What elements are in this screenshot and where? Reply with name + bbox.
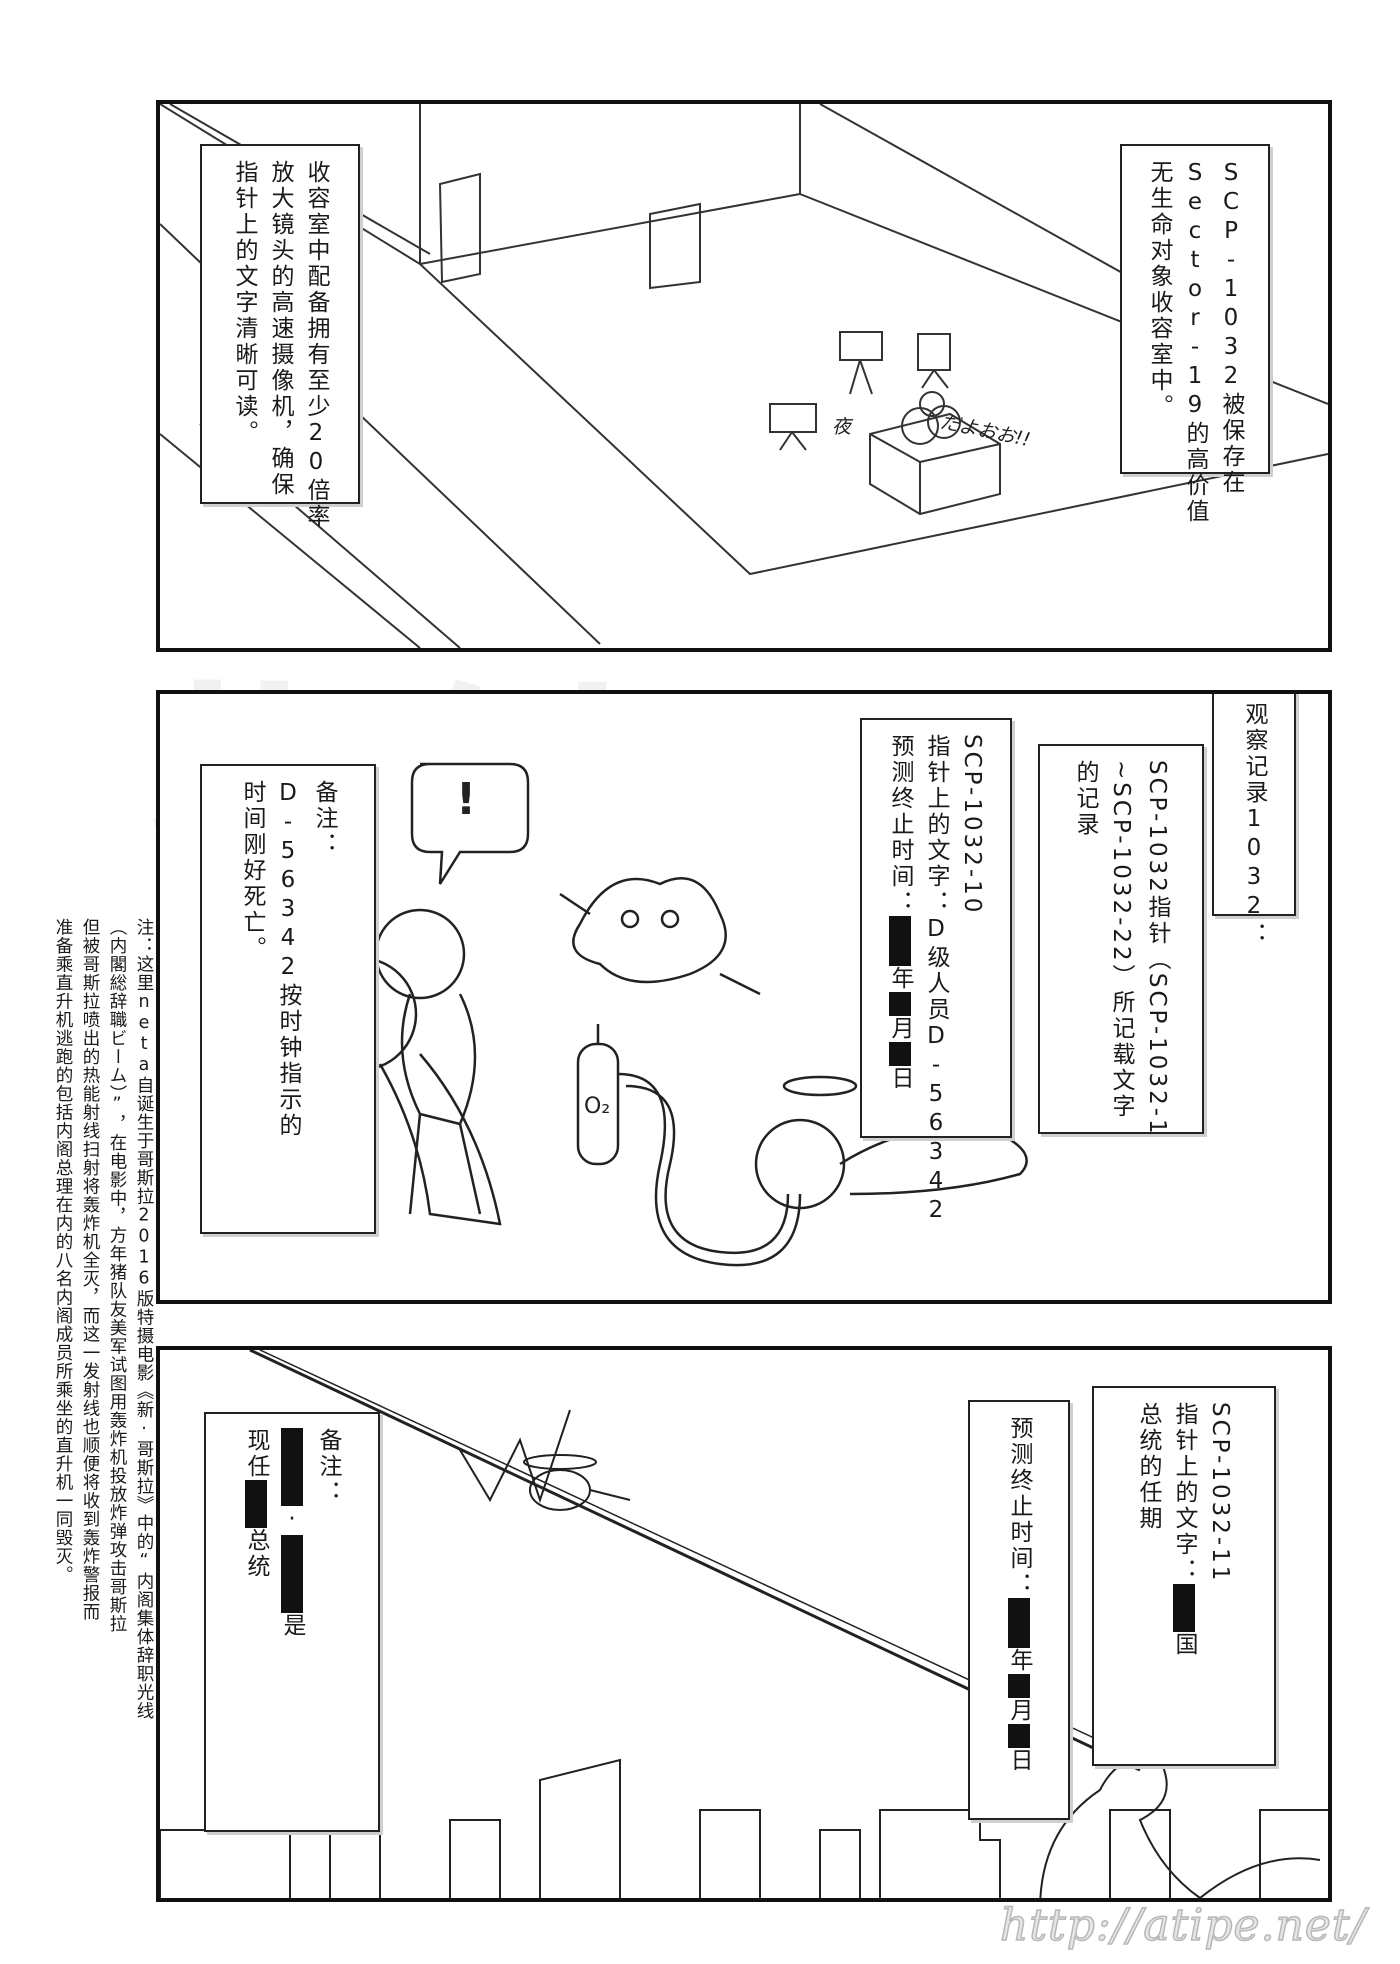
- caption-box-prediction: 预测终止时间： 年月日: [968, 1400, 1070, 1820]
- note-line: 但被哥斯拉喷出的热能射线扫射将轰炸机全灭，而这一发射线也顺便将收到轰炸警报而: [80, 918, 100, 1621]
- intro-line: SCP-1032指针（SCP-1032-1: [1144, 760, 1170, 1137]
- caption-box-observation-title: 观察记录1032：: [1212, 694, 1296, 948]
- prediction-line: 预测终止时间： 年月日: [1003, 1416, 1035, 1804]
- redaction-block: [281, 1428, 303, 1506]
- caption-line: SCP-1032被保存在: [1218, 160, 1244, 496]
- month-label: 月: [1006, 1698, 1032, 1724]
- note-line: 注：这里neta自诞生于哥斯拉2016版特摄电影《新·哥斯拉》中的“内阁集体辞职…: [134, 918, 154, 1720]
- remark-label: 备注：: [315, 1428, 341, 1506]
- panel-dclass-observation: ! O₂ 备注： D-56342按时钟指示的 时间刚好死亡。 SCP-1032-…: [156, 690, 1332, 1304]
- redaction-block: [1008, 1724, 1030, 1748]
- entry-text: 指针上的文字： 国: [1168, 1402, 1200, 1750]
- caption-box-scp-1032-11: SCP-1032-11 指针上的文字： 国 总统的任期: [1092, 1386, 1276, 1766]
- entry-id: SCP-1032-10: [959, 734, 985, 916]
- day-label: 日: [887, 1066, 913, 1092]
- caption-line: Sector-19的高价值: [1182, 160, 1208, 525]
- year-label: 年: [1006, 1648, 1032, 1674]
- redaction-block: [281, 1535, 303, 1613]
- panel-cabinet-beam: 备注： ·是 现任总统 预测终止时间：年月日 SCP-1032-11 指针上的文…: [156, 1346, 1332, 1902]
- redaction-block: [1173, 1584, 1195, 1632]
- remark-president: 总统: [243, 1528, 269, 1580]
- remark-label: 备注：: [311, 780, 337, 858]
- caption-line: 指针上的文字清晰可读。: [231, 160, 257, 446]
- caption-box-remark: 备注： ·是 现任总统: [204, 1412, 380, 1832]
- redaction-block: [889, 992, 911, 1016]
- caption-box-scp-1032-10: SCP-1032-10 指针上的文字：D级人员D-56342 预测终止时间： 年月…: [860, 718, 1012, 1226]
- caption-line: 放大镜头的高速摄像机，确保: [267, 160, 293, 498]
- translator-side-note: 注：这里neta自诞生于哥斯拉2016版特摄电影《新·哥斯拉》中的“内阁集体辞职…: [6, 918, 156, 1918]
- remark-line: D-56342按时钟指示的: [275, 780, 301, 1139]
- panel-containment-room: 收容室中配备拥有至少20倍率 放大镜头的高速摄像机，确保 指针上的文字清晰可读。…: [156, 100, 1332, 652]
- redaction-block: [1008, 1598, 1030, 1648]
- intro-line: 的记录: [1072, 760, 1098, 838]
- remark-line: 现任总统: [240, 1428, 272, 1816]
- country-label: 国: [1171, 1632, 1197, 1658]
- redaction-block: [889, 916, 911, 966]
- observation-title: 观察记录1032：: [1241, 702, 1267, 948]
- remark-line: ·是: [276, 1428, 308, 1816]
- entry-text-label: 指针上的文字：: [1171, 1402, 1197, 1584]
- redaction-block: [1008, 1674, 1030, 1698]
- month-label: 月: [887, 1016, 913, 1042]
- year-label: 年: [887, 966, 913, 992]
- redaction-block: [245, 1480, 267, 1528]
- exclamation-mark: !: [456, 774, 477, 825]
- entry-text: 指针上的文字：D级人员D-56342: [923, 734, 949, 1226]
- sound-effect-night: 夜: [832, 416, 852, 438]
- note-line: 准备乘直升机逃跑的包括内阁总理在内的八名内阁成员所乘坐的直升机一同毁灭。: [53, 918, 73, 1584]
- caption-line: 无生命对象收容室中。: [1146, 160, 1172, 420]
- remark-dot: ·: [279, 1506, 305, 1535]
- caption-box-record-intro: SCP-1032指针（SCP-1032-1 ~SCP-1032-22）所记载文字…: [1038, 744, 1204, 1137]
- caption-box-remark: 备注： D-56342按时钟指示的 时间刚好死亡。: [200, 764, 376, 1234]
- caption-line: 收容室中配备拥有至少20倍率: [303, 160, 329, 530]
- site-watermark: http://atipe.net/: [999, 1899, 1367, 1952]
- day-label: 日: [1006, 1748, 1032, 1774]
- caption-box-storage: SCP-1032被保存在 Sector-19的高价值 无生命对象收容室中。: [1120, 144, 1270, 525]
- oxygen-tank-label: O₂: [584, 1094, 611, 1119]
- redaction-block: [889, 1042, 911, 1066]
- prediction-label: 预测终止时间：: [1006, 1416, 1032, 1598]
- caption-box-camera: 收容室中配备拥有至少20倍率 放大镜头的高速摄像机，确保 指针上的文字清晰可读。: [200, 144, 360, 530]
- entry-id: SCP-1032-11: [1207, 1402, 1233, 1584]
- remark-is: 是: [279, 1613, 305, 1639]
- prediction-label: 预测终止时间：: [887, 734, 913, 916]
- entry-text: 总统的任期: [1135, 1402, 1161, 1532]
- note-line: （内閣総辞職ビーム）”，在电影中，方年猪队友美军试图用轰炸机投放炸弹攻击哥斯拉: [107, 918, 127, 1634]
- prediction-line: 预测终止时间： 年月日: [884, 734, 916, 1122]
- intro-line: ~SCP-1032-22）所记载文字: [1108, 760, 1134, 1120]
- remark-line: 时间刚好死亡。: [239, 780, 265, 962]
- remark-current: 现任: [243, 1428, 269, 1480]
